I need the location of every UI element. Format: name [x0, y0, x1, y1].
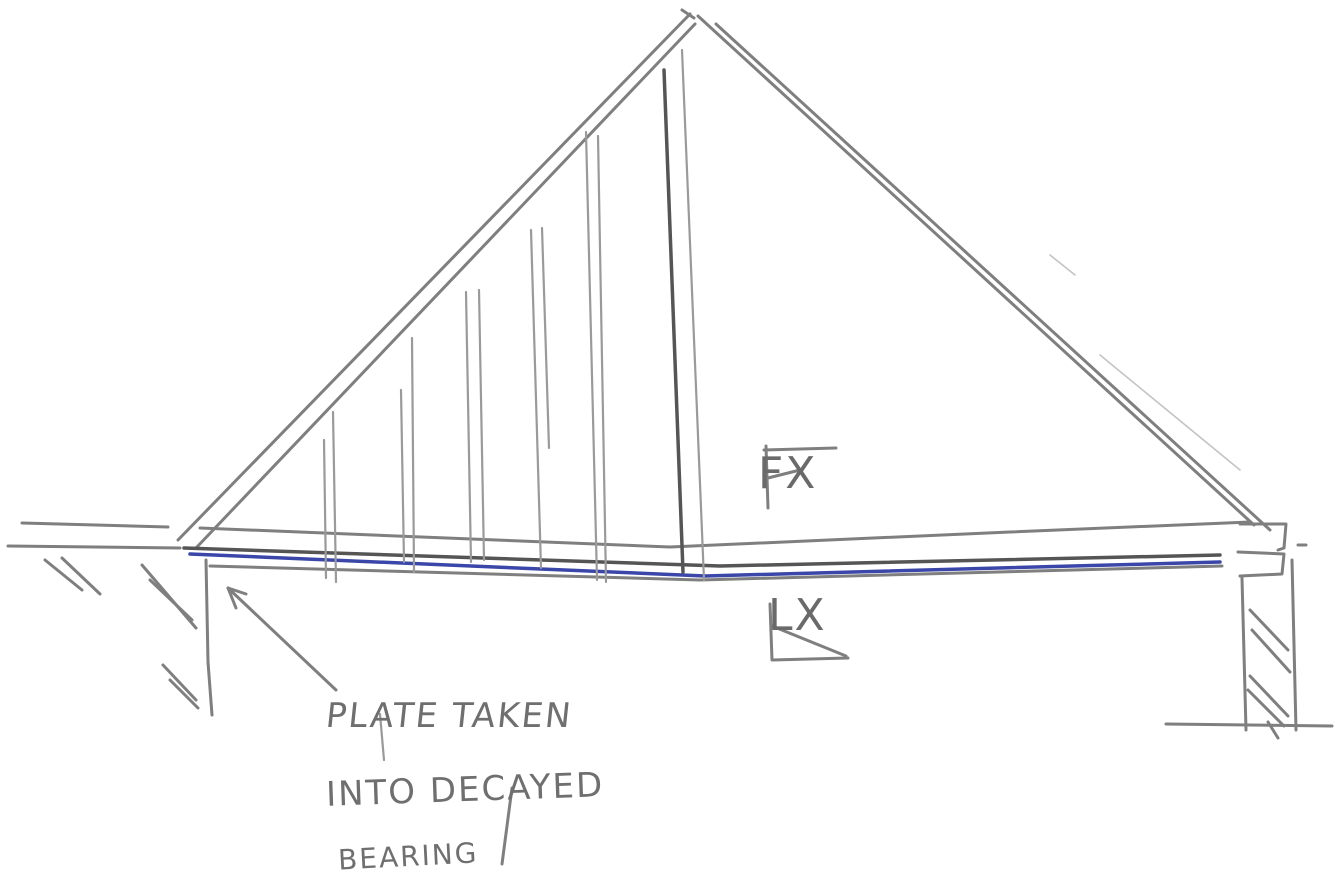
fx-symbol-label: FX	[758, 448, 818, 499]
sole-plate-blue	[188, 552, 1222, 578]
ceiling-joist	[182, 520, 1252, 568]
left-ground-line	[6, 521, 182, 550]
vertical-struts	[322, 48, 706, 584]
right-wall	[1164, 558, 1334, 732]
fx-symbol-strokes	[762, 444, 838, 510]
right-bearing-block	[1236, 522, 1308, 578]
lx-symbol-label: LX	[768, 590, 827, 641]
lx-symbol-strokes	[768, 602, 850, 662]
label-slash	[378, 712, 514, 866]
right-wall-hatching	[1246, 608, 1292, 740]
left-wall-hatching	[43, 556, 200, 710]
left-rafter	[176, 8, 697, 550]
right-rafter	[696, 14, 1272, 532]
annotation-line-1: PLATE TAKEN	[323, 696, 575, 736]
arrow-to-bearing	[226, 586, 338, 692]
bottom-chord	[208, 564, 1224, 582]
left-wall-post	[204, 558, 214, 717]
